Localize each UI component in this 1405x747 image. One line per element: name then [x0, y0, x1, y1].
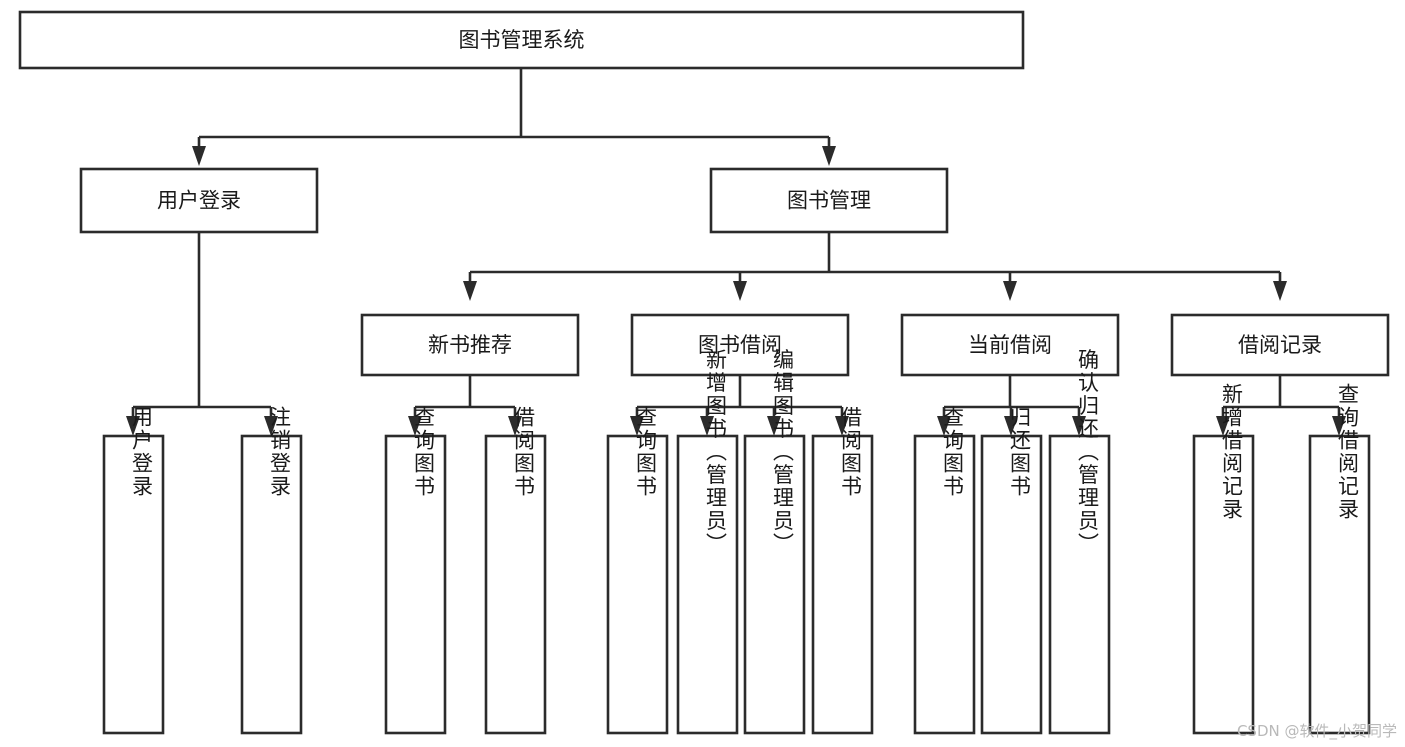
arrow-head-icon — [463, 281, 477, 301]
arrow-head-icon — [1216, 416, 1230, 436]
node-leaf[interactable]: 注销登录 — [240, 406, 303, 735]
node-leaf[interactable]: 查询图书 — [606, 406, 669, 735]
node-label: 借阅图书 — [512, 406, 536, 498]
node-leaf[interactable]: 用户登录 — [102, 406, 165, 735]
node-label: 新书推荐 — [428, 333, 512, 357]
arrow-head-icon — [126, 416, 140, 436]
arrow-head-icon — [700, 416, 714, 436]
node-box[interactable] — [913, 434, 976, 735]
node-level2[interactable]: 用户登录 — [79, 167, 319, 234]
node-label: 借阅图书 — [839, 406, 863, 498]
node-leaf[interactable]: 查询图书 — [913, 406, 976, 735]
node-label: 新增图书（管理员） — [704, 349, 728, 556]
node-leaf[interactable]: 新增图书（管理员） — [676, 349, 739, 735]
node-box[interactable] — [1048, 434, 1111, 735]
node-box[interactable] — [743, 434, 806, 735]
node-box[interactable] — [1308, 434, 1371, 735]
node-label: 用户登录 — [157, 189, 241, 213]
node-level2[interactable]: 图书管理 — [709, 167, 949, 234]
connector-group — [192, 68, 836, 166]
node-label: 图书管理 — [787, 189, 871, 213]
arrow-head-icon — [192, 146, 206, 166]
node-level3[interactable]: 当前借阅 — [900, 313, 1120, 377]
node-label: 图书管理系统 — [459, 28, 585, 52]
node-label: 查询图书 — [941, 406, 965, 498]
node-box[interactable] — [360, 313, 580, 377]
node-label: 图书借阅 — [698, 333, 782, 357]
node-box[interactable] — [630, 313, 850, 377]
node-box[interactable] — [484, 434, 547, 735]
node-box[interactable] — [606, 434, 669, 735]
node-level3[interactable]: 图书借阅 — [630, 313, 850, 377]
arrow-head-icon — [822, 146, 836, 166]
node-box[interactable] — [811, 434, 874, 735]
connector-group — [937, 375, 1086, 436]
node-label: 确认归还（管理员） — [1076, 349, 1100, 556]
watermark-text: CSDN @软件_小贺同学 — [1236, 722, 1397, 740]
connector-group — [630, 375, 849, 436]
connector-group — [463, 232, 1287, 301]
node-leaf[interactable]: 查询借阅记录 — [1308, 383, 1371, 735]
arrow-head-icon — [1273, 281, 1287, 301]
node-leaf[interactable]: 查询图书 — [384, 406, 447, 735]
node-box[interactable] — [79, 167, 319, 234]
node-box[interactable] — [240, 434, 303, 735]
node-label: 新增借阅记录 — [1220, 383, 1244, 521]
node-leaf[interactable]: 新增借阅记录 — [1192, 383, 1255, 735]
node-level3[interactable]: 借阅记录 — [1170, 313, 1390, 377]
arrow-head-icon — [264, 416, 278, 436]
node-leaf[interactable]: 借阅图书 — [811, 406, 874, 735]
node-label: 归还图书 — [1008, 406, 1032, 498]
node-leaf[interactable]: 借阅图书 — [484, 406, 547, 735]
node-label: 查询借阅记录 — [1336, 383, 1360, 521]
arrow-head-icon — [1332, 416, 1346, 436]
node-label: 查询图书 — [634, 406, 658, 498]
node-label: 借阅记录 — [1238, 333, 1322, 357]
node-box[interactable] — [709, 167, 949, 234]
arrow-head-icon — [630, 416, 644, 436]
node-label: 当前借阅 — [968, 333, 1052, 357]
node-box[interactable] — [1192, 434, 1255, 735]
node-leaf[interactable]: 归还图书 — [980, 406, 1043, 735]
arrow-head-icon — [733, 281, 747, 301]
node-leaf[interactable]: 确认归还（管理员） — [1048, 349, 1111, 735]
arrow-head-icon — [1072, 416, 1086, 436]
arrow-head-icon — [1004, 416, 1018, 436]
connector-group — [1216, 375, 1346, 436]
node-leaf[interactable]: 编辑图书（管理员） — [743, 349, 806, 735]
node-box[interactable] — [102, 434, 165, 735]
node-label: 注销登录 — [268, 406, 292, 498]
arrow-head-icon — [937, 416, 951, 436]
connector-group — [126, 232, 278, 436]
connector-group — [408, 375, 522, 436]
node-label: 编辑图书（管理员） — [771, 349, 795, 556]
arrow-head-icon — [508, 416, 522, 436]
node-level3[interactable]: 新书推荐 — [360, 313, 580, 377]
node-box[interactable] — [384, 434, 447, 735]
arrow-head-icon — [767, 416, 781, 436]
node-box[interactable] — [18, 10, 1025, 70]
arrow-head-icon — [835, 416, 849, 436]
node-box[interactable] — [676, 434, 739, 735]
node-label: 查询图书 — [412, 406, 436, 498]
arrow-head-icon — [1003, 281, 1017, 301]
node-label: 用户登录 — [130, 406, 154, 498]
node-box[interactable] — [1170, 313, 1390, 377]
node-box[interactable] — [980, 434, 1043, 735]
node-box[interactable] — [900, 313, 1120, 377]
arrow-head-icon — [408, 416, 422, 436]
node-root[interactable]: 图书管理系统 — [18, 10, 1025, 70]
